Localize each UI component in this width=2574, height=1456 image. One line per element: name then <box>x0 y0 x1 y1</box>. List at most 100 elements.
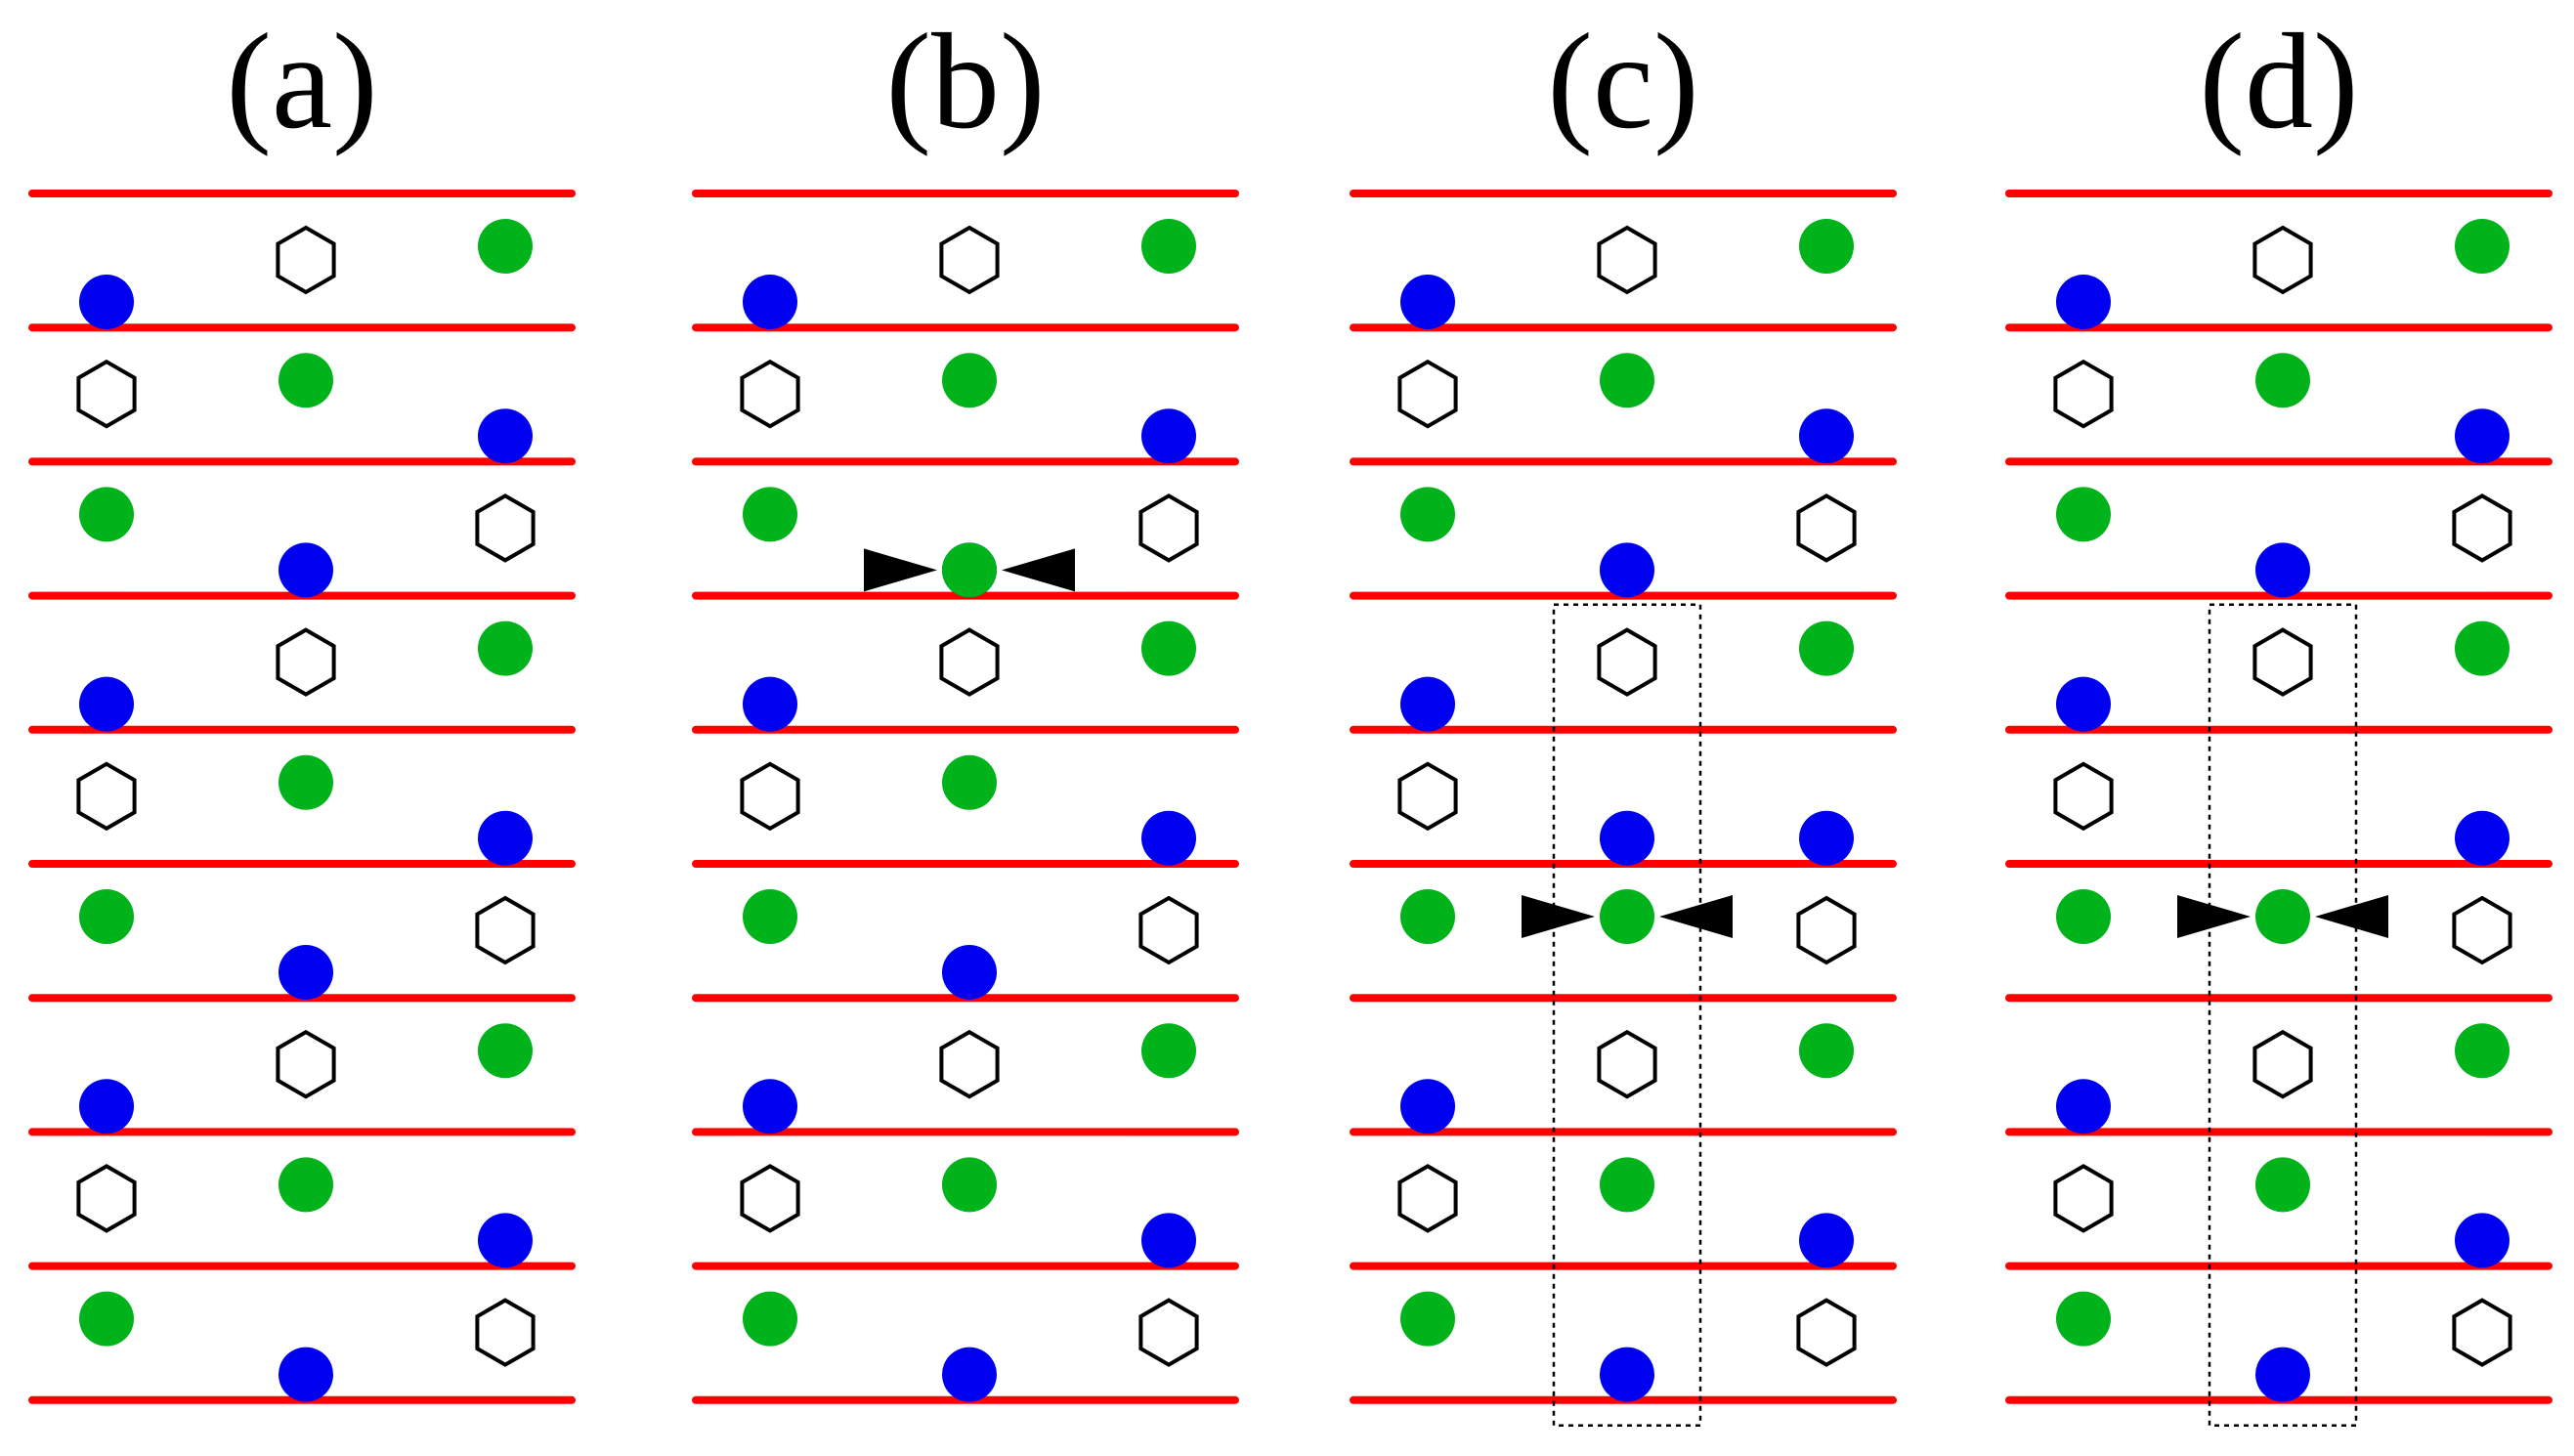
green-atom-panel-2-layer-3-col-1 <box>743 487 797 542</box>
green-atom-panel-1-layer-1-col-3 <box>478 219 533 274</box>
green-atom-panel-3-layer-9-col-1 <box>1400 1291 1455 1347</box>
blue-atom-panel-1-layer-4-col-1 <box>79 676 134 732</box>
blue-atom-panel-4-layer-4-col-1 <box>2056 676 2111 732</box>
green-atom-panel-1-layer-5-col-2 <box>279 754 333 810</box>
blue-atom-panel-2-layer-7-col-1 <box>743 1079 797 1135</box>
hexagon-site-panel-4-layer-5-col-1 <box>2053 761 2114 832</box>
green-atom-panel-1-layer-2-col-2 <box>279 353 333 408</box>
hexagon-site-panel-3-layer-3-col-3 <box>1796 493 1857 563</box>
green-atom-panel-3-layer-6-col-1 <box>1400 889 1455 944</box>
hexagon-site-panel-4-layer-9-col-3 <box>2452 1298 2512 1367</box>
hexagon-site-panel-3-layer-5-col-1 <box>1397 761 1458 832</box>
green-atom-panel-3-layer-7-col-3 <box>1799 1023 1854 1079</box>
blue-atom-panel-3-layer-8-col-3 <box>1799 1213 1854 1268</box>
hexagon-site-panel-3-layer-4-col-2 <box>1597 627 1657 697</box>
hexagon-site-panel-3-layer-2-col-1 <box>1397 359 1458 429</box>
hexagon-site-panel-3-layer-6-col-3 <box>1796 895 1857 965</box>
green-atom-panel-3-layer-4-col-3 <box>1799 621 1854 676</box>
green-atom-panel-2-layer-5-col-2 <box>942 754 997 810</box>
green-atom-panel-1-layer-8-col-2 <box>279 1157 333 1213</box>
green-atom-panel-2-layer-6-col-1 <box>743 889 797 944</box>
hexagon-site-panel-4-layer-2-col-1 <box>2053 359 2114 429</box>
hexagon-site-panel-3-layer-9-col-3 <box>1796 1298 1857 1367</box>
hexagon-site-panel-4-layer-6-col-3 <box>2452 895 2512 965</box>
blue-atom-panel-3-layer-4-col-1 <box>1400 676 1455 732</box>
blue-atom-panel-1-layer-7-col-1 <box>79 1079 134 1135</box>
green-atom-panel-3-layer-1-col-3 <box>1799 219 1854 274</box>
hexagon-site-panel-1-layer-9-col-3 <box>475 1298 536 1367</box>
green-atom-panel-2-layer-1-col-3 <box>1141 219 1196 274</box>
green-atom-panel-4-layer-1-col-3 <box>2455 219 2510 274</box>
green-atom-panel-2-layer-8-col-2 <box>942 1157 997 1213</box>
green-atom-panel-3-layer-8-col-2 <box>1600 1157 1654 1213</box>
arrow-right-icon <box>864 548 937 592</box>
panels-container: (a) (b) (c) (d) <box>28 6 2553 1428</box>
panel-label: (b) <box>885 6 1045 157</box>
hexagon-site-panel-1-layer-4-col-2 <box>276 627 336 697</box>
panel-label: (c) <box>1547 6 1698 157</box>
arrow-right-icon <box>2177 895 2251 938</box>
hexagon-site-panel-1-layer-2-col-1 <box>76 359 137 429</box>
hexagon-site-panel-4-layer-4-col-2 <box>2252 627 2313 697</box>
blue-atom-panel-4-layer-2-col-3 <box>2455 408 2510 464</box>
blue-atom-panel-1-layer-2-col-3 <box>478 408 533 464</box>
blue-atom-panel-4-layer-5-col-3 <box>2455 810 2510 866</box>
hexagon-site-panel-2-layer-5-col-1 <box>740 761 800 832</box>
blue-atom-panel-1-layer-8-col-3 <box>478 1213 533 1268</box>
green-atom-panel-3-layer-6-col-2 <box>1600 889 1654 944</box>
blue-atom-panel-2-layer-4-col-1 <box>743 676 797 732</box>
hexagon-site-panel-1-layer-1-col-2 <box>276 225 336 295</box>
hexagon-site-panel-2-layer-2-col-1 <box>740 359 800 429</box>
hexagon-site-panel-1-layer-6-col-3 <box>475 895 536 965</box>
hexagon-site-panel-1-layer-3-col-3 <box>475 493 536 563</box>
panel-4: (d) <box>2005 6 2553 1428</box>
green-atom-panel-4-layer-2-col-2 <box>2255 353 2310 408</box>
arrow-right-icon <box>1522 895 1595 938</box>
blue-atom-panel-3-layer-5-col-3 <box>1799 810 1854 866</box>
panel-3: (c) <box>1350 6 1897 1428</box>
highlighted-green-atom <box>942 542 997 598</box>
panel-label: (d) <box>2199 6 2358 157</box>
green-atom-panel-4-layer-7-col-3 <box>2455 1023 2510 1079</box>
blue-atom-panel-2-layer-1-col-1 <box>743 275 797 329</box>
arrow-left-icon <box>1002 548 1075 592</box>
panel-1: (a) <box>28 6 576 1404</box>
hexagon-site-panel-1-layer-8-col-1 <box>76 1164 137 1233</box>
blue-atom-panel-3-layer-5-col-2 <box>1600 810 1654 866</box>
panel-label: (a) <box>226 6 377 157</box>
hexagon-site-panel-1-layer-5-col-1 <box>76 761 137 832</box>
green-atom-panel-4-layer-8-col-2 <box>2255 1157 2310 1213</box>
blue-atom-panel-1-layer-9-col-2 <box>279 1347 333 1402</box>
blue-atom-panel-3-layer-1-col-1 <box>1400 275 1455 329</box>
hexagon-site-panel-2-layer-4-col-2 <box>939 627 1000 697</box>
green-atom-panel-1-layer-3-col-1 <box>79 487 134 542</box>
hexagon-site-panel-2-layer-6-col-3 <box>1138 895 1199 965</box>
hexagon-site-panel-4-layer-1-col-2 <box>2252 225 2313 295</box>
blue-atom-panel-1-layer-6-col-2 <box>279 945 333 1000</box>
blue-atom-panel-2-layer-8-col-3 <box>1141 1213 1196 1268</box>
green-atom-panel-4-layer-4-col-3 <box>2455 621 2510 676</box>
green-atom-panel-1-layer-7-col-3 <box>478 1023 533 1079</box>
hexagon-site-panel-1-layer-7-col-2 <box>276 1029 336 1099</box>
hexagon-site-panel-2-layer-3-col-3 <box>1138 493 1199 563</box>
blue-atom-panel-2-layer-5-col-3 <box>1141 810 1196 866</box>
arrow-left-icon <box>1659 895 1733 938</box>
hexagon-site-panel-4-layer-3-col-3 <box>2452 493 2512 563</box>
dashed-selection-box <box>1552 603 1702 1428</box>
blue-atom-panel-1-layer-3-col-2 <box>279 542 333 598</box>
green-atom-panel-1-layer-4-col-3 <box>478 621 533 676</box>
hexagon-site-panel-4-layer-7-col-2 <box>2252 1029 2313 1099</box>
hexagon-site-panel-3-layer-1-col-2 <box>1597 225 1657 295</box>
green-atom-panel-2-layer-4-col-3 <box>1141 621 1196 676</box>
blue-atom-panel-3-layer-7-col-1 <box>1400 1079 1455 1135</box>
green-atom-panel-1-layer-6-col-1 <box>79 889 134 944</box>
blue-atom-panel-3-layer-2-col-3 <box>1799 408 1854 464</box>
hexagon-site-panel-2-layer-9-col-3 <box>1138 1298 1199 1367</box>
hexagon-site-panel-3-layer-8-col-1 <box>1397 1164 1458 1233</box>
hexagon-site-panel-2-layer-8-col-1 <box>740 1164 800 1233</box>
blue-atom-panel-4-layer-8-col-3 <box>2455 1213 2510 1268</box>
green-atom-panel-4-layer-6-col-2 <box>2255 889 2310 944</box>
blue-atom-panel-2-layer-2-col-3 <box>1141 408 1196 464</box>
green-atom-panel-4-layer-6-col-1 <box>2056 889 2111 944</box>
